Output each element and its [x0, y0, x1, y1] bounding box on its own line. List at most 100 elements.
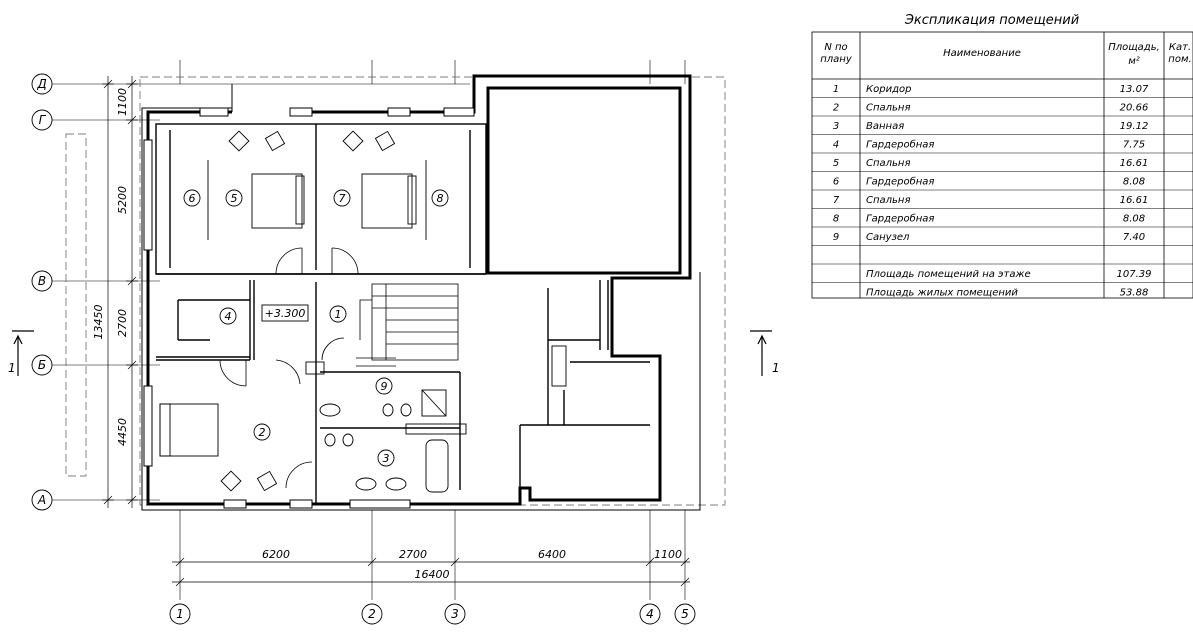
table-cell-area: 19.12 [1120, 121, 1149, 132]
table-cell-num: 9 [833, 232, 839, 243]
header-name: Наименование [943, 48, 1021, 59]
table-cell-name: Коридор [866, 84, 911, 95]
exterior-walls [146, 74, 692, 506]
grid-label-row-v: В [38, 274, 46, 288]
grid-label-col-1: 1 [176, 607, 184, 621]
table-cell-num: 4 [833, 140, 839, 151]
furniture [159, 130, 567, 493]
table-cell-area: 7.75 [1123, 140, 1145, 151]
grid-bubble-col-3 [444, 603, 466, 625]
table-cell-name: Гардеробная [866, 176, 934, 188]
room-marker-4 [219, 307, 237, 325]
table-cell-num: 7 [833, 195, 840, 206]
section-label-right: 1 [772, 361, 780, 375]
grid-bubble-row-a [31, 489, 53, 511]
header-area-1: Площадь, [1108, 42, 1160, 53]
exterior-walls-outer [141, 78, 701, 511]
room-marker-3 [377, 449, 395, 467]
grid-label-row-d: Д [36, 77, 46, 91]
room-number-2: 2 [259, 426, 266, 439]
table-cell-num: 8 [833, 214, 839, 225]
room-marker-2 [253, 423, 271, 441]
room-number-9: 9 [381, 380, 388, 393]
grid-label-col-3: 3 [451, 607, 459, 621]
header-num-1: N по [824, 42, 847, 53]
grid-label-row-b: Б [38, 358, 46, 372]
dim-vertical-4: 4450 [116, 418, 129, 446]
grid-bubble-col-1 [169, 603, 191, 625]
table-cell-area: 16.61 [1120, 195, 1149, 206]
grid-bubble-row-v [31, 270, 53, 292]
room-marker-6 [183, 189, 201, 207]
table-cell-area: 13.07 [1120, 84, 1149, 95]
table-cell-area: 16.61 [1120, 158, 1149, 169]
table-cell-area: 8.08 [1123, 177, 1145, 188]
grid-label-col-4: 4 [646, 607, 654, 621]
table-cell-name: Спальня [866, 158, 911, 169]
table-cell-area: 107.39 [1117, 269, 1152, 280]
room-marker-1 [329, 305, 347, 323]
grid-label-col-5: 5 [681, 607, 689, 621]
level-mark: +3.300 [265, 307, 306, 320]
explication-row-lines [812, 97, 1193, 283]
grid-bubble-col-2 [361, 603, 383, 625]
grid-bubble-col-4 [639, 603, 661, 625]
dim-vertical-1: 1100 [116, 88, 129, 116]
explication-table [811, 31, 1193, 299]
dim-vertical-2: 5200 [116, 186, 129, 214]
vertical-dimensions [102, 76, 138, 508]
header-cat-2: пом. [1168, 54, 1191, 65]
table-cell-num: 1 [833, 84, 839, 95]
table-cell-name: Ванная [866, 121, 904, 132]
dim-horizontal-1: 6200 [262, 548, 290, 561]
section-mark-left [12, 330, 34, 376]
grid-bubble-col-5 [674, 603, 696, 625]
roof-outline [65, 76, 726, 506]
dim-vertical-total: 13450 [92, 305, 105, 340]
level-mark-box [261, 304, 309, 322]
section-mark-right [750, 330, 772, 376]
horizontal-dimensions [172, 557, 690, 587]
table-cell-name: Площадь жилых помещений [866, 288, 1018, 299]
table-cell-name: Гардеробная [866, 139, 934, 151]
table-cell-name: Спальня [866, 195, 911, 206]
room-number-7: 7 [339, 192, 346, 205]
table-cell-area: 8.08 [1123, 214, 1145, 225]
table-cell-num: 5 [833, 158, 839, 169]
room-marker-9 [375, 377, 393, 395]
windows [143, 107, 475, 509]
table-cell-num: 6 [833, 177, 839, 188]
table-cell-name: Площадь помещений на этаже [866, 269, 1031, 280]
grid-bubble-row-d [31, 73, 53, 95]
grid-bubble-row-b [31, 354, 53, 376]
grid-label-row-a: А [37, 493, 46, 507]
table-cell-name: Санузел [866, 232, 910, 243]
room-number-5: 5 [231, 192, 238, 205]
room-number-1: 1 [335, 308, 342, 321]
header-num-2: плану [820, 54, 853, 65]
header-area-2: м² [1128, 56, 1140, 67]
table-cell-name: Гардеробная [866, 213, 934, 225]
dim-horizontal-3: 6400 [538, 548, 566, 561]
room-number-3: 3 [383, 452, 390, 465]
grid-label-row-g: Г [39, 113, 47, 127]
table-cell-num: 2 [833, 103, 839, 114]
room-number-8: 8 [437, 192, 444, 205]
interior-walls [155, 123, 650, 504]
room-number-6: 6 [189, 192, 196, 205]
dim-horizontal-2: 2700 [399, 548, 427, 561]
table-cell-area: 20.66 [1120, 103, 1149, 114]
staircase [356, 283, 459, 367]
table-cell-num: 3 [833, 121, 839, 132]
table-cell-name: Спальня [866, 103, 911, 114]
dim-horizontal-4: 1100 [654, 548, 682, 561]
room-markers [183, 189, 449, 467]
room-marker-8 [431, 189, 449, 207]
explication-title: Экспликация помещений [904, 13, 1079, 28]
room-marker-7 [333, 189, 351, 207]
doors [219, 247, 359, 489]
room-number-4: 4 [225, 310, 232, 323]
table-cell-area: 7.40 [1123, 232, 1145, 243]
section-label-left: 1 [8, 361, 16, 375]
